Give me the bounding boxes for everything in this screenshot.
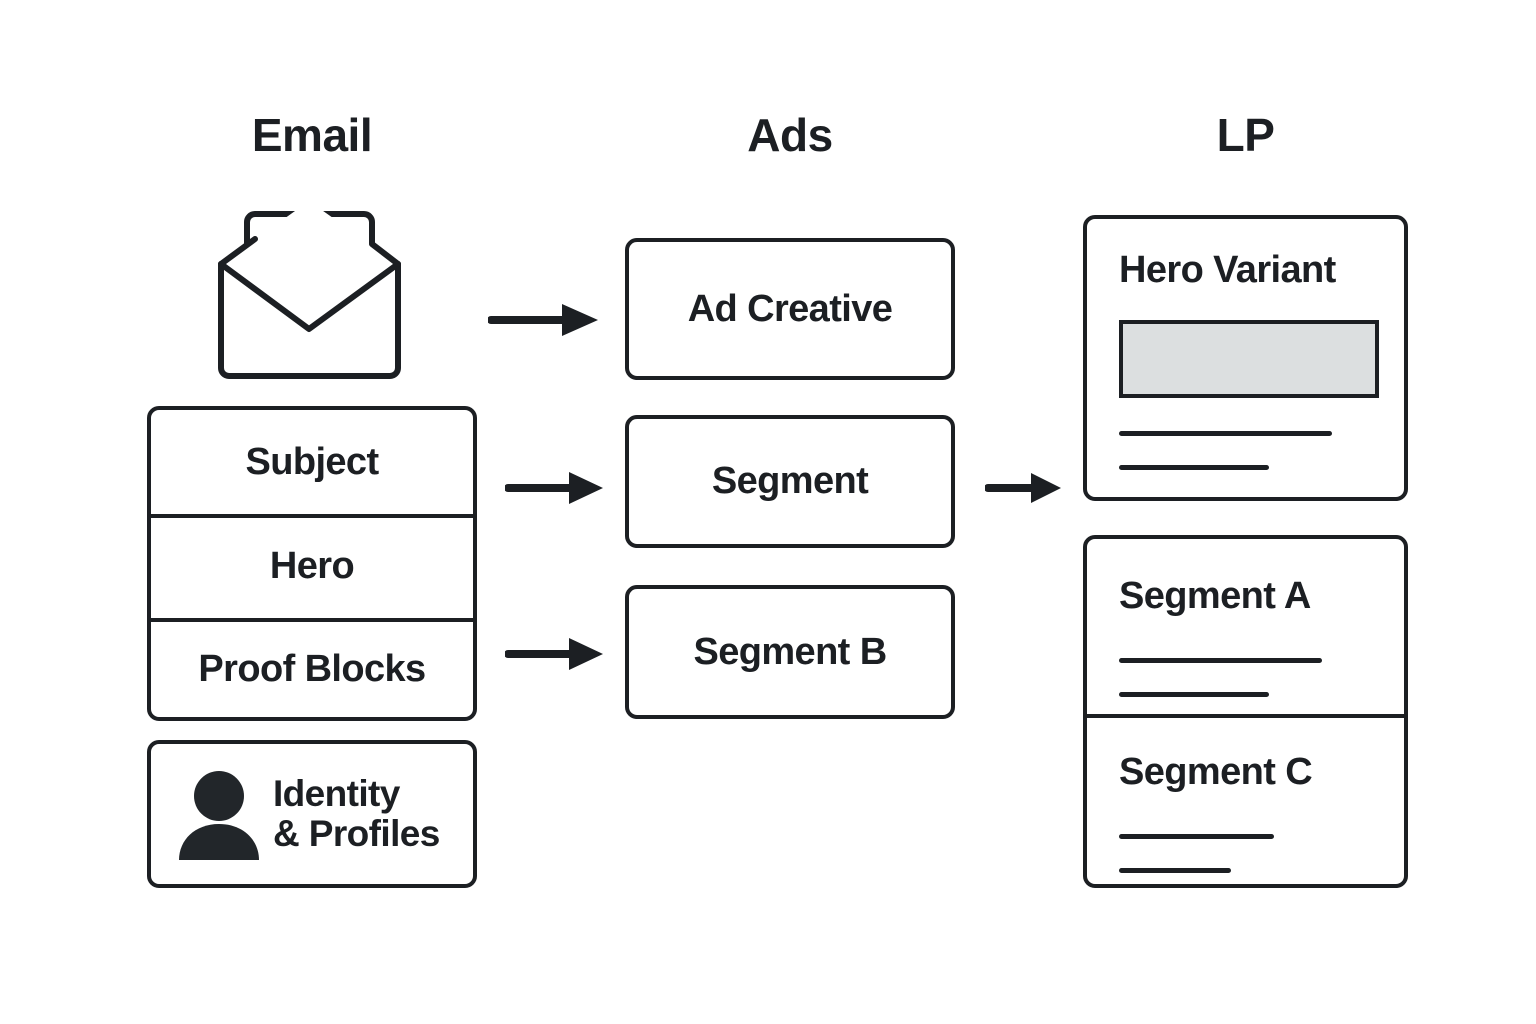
segment-text-line [1119,834,1274,839]
identity-label: Identity & Profiles [273,774,440,854]
lp-hero-variant-card[interactable]: Hero Variant [1083,215,1408,501]
hero-text-line [1119,465,1269,470]
ads-box-label: Segment B [693,630,887,673]
arrow-ads-to-lp [985,473,1061,503]
email-structure-card: Subject Hero Proof Blocks [147,406,477,721]
identity-and-profiles-card[interactable]: Identity & Profiles [147,740,477,888]
person-icon [179,771,259,860]
email-stack-divider [151,514,473,518]
envelope-open-icon [218,201,401,379]
hero-text-line [1119,431,1332,436]
segment-text-line [1119,658,1322,663]
email-stack-row-hero[interactable]: Hero [151,514,473,618]
ads-box-ad-creative[interactable]: Ad Creative [625,238,955,380]
arrow-email-to-segment [505,472,603,504]
lp-segment-divider [1087,714,1404,718]
segment-text-line [1119,692,1269,697]
ads-box-segment-b[interactable]: Segment B [625,585,955,719]
email-stack-row-subject[interactable]: Subject [151,410,473,514]
lp-segment-title-a: Segment A [1119,575,1311,617]
email-stack-label: Hero [269,544,355,587]
ads-box-segment[interactable]: Segment [625,415,955,548]
lp-segment-title-c: Segment C [1119,751,1313,793]
segment-text-line [1119,868,1231,873]
column-header-email: Email [251,109,373,161]
identity-label-line1: Identity [273,773,400,815]
arrow-email-to-segment-b [505,638,603,670]
email-stack-row-proof-blocks[interactable]: Proof Blocks [151,618,473,721]
email-stack-label: Proof Blocks [198,648,426,690]
ads-box-label: Segment [711,460,869,502]
email-stack-label: Subject [245,440,379,483]
email-stack-divider [151,618,473,622]
lp-segment-card[interactable]: Segment A Segment C [1083,535,1408,888]
column-header-lp: LP [1216,109,1275,161]
ads-box-label: Ad Creative [687,287,893,330]
hero-image-placeholder [1119,320,1379,398]
lp-hero-variant-title: Hero Variant [1119,249,1336,291]
arrow-email-to-ad-creative [488,304,598,336]
identity-label-line2: & Profiles [273,813,440,854]
column-header-ads: Ads [747,109,833,161]
